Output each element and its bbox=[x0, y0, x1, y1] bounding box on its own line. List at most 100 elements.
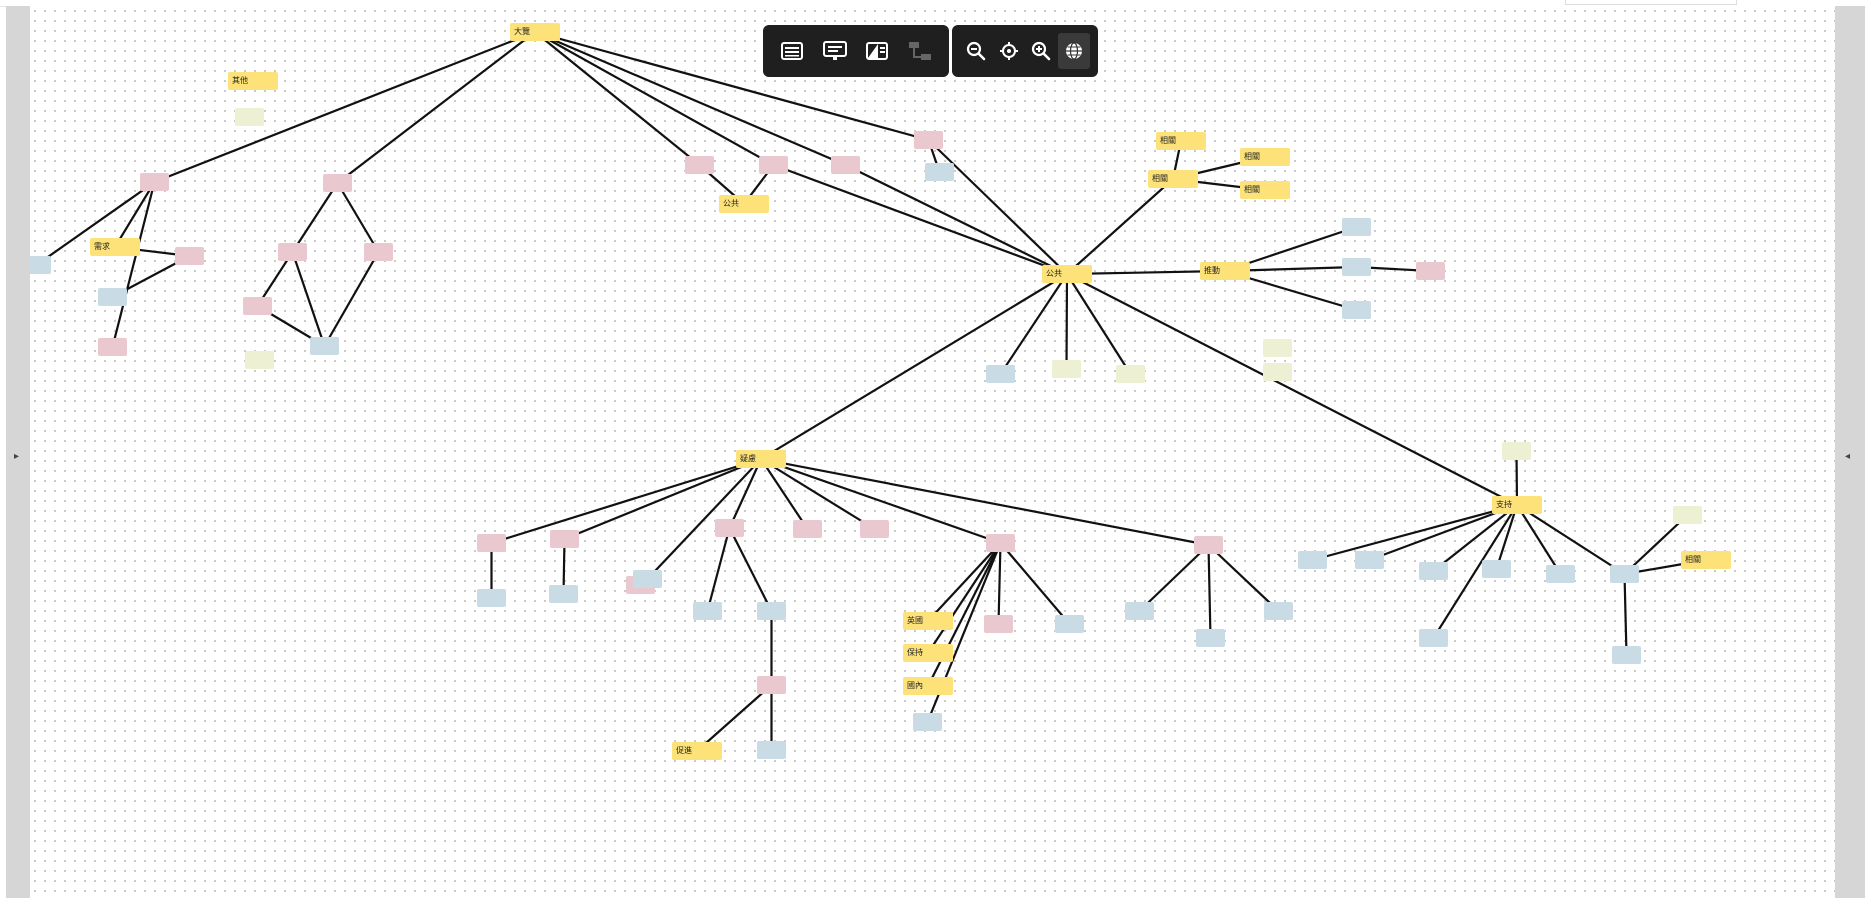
mindmap-node[interactable] bbox=[310, 337, 339, 355]
mindmap-node[interactable] bbox=[30, 256, 51, 274]
mindmap-edge bbox=[323, 251, 380, 347]
mindmap-node[interactable] bbox=[1125, 602, 1154, 620]
mindmap-node[interactable] bbox=[1052, 360, 1081, 378]
mindmap-node[interactable] bbox=[757, 676, 786, 694]
mindmap-edge bbox=[1432, 504, 1518, 572]
mindmap-node[interactable] bbox=[831, 156, 860, 174]
mindmap-node[interactable] bbox=[278, 243, 307, 261]
mindmap-edge bbox=[534, 30, 929, 142]
mindmap-node[interactable] bbox=[1416, 262, 1445, 280]
mindmap-node[interactable] bbox=[364, 243, 393, 261]
mindmap-node-labeled[interactable]: 促進 bbox=[672, 742, 722, 760]
mindmap-node-labeled[interactable]: 支持 bbox=[1492, 496, 1542, 514]
split-view-button[interactable] bbox=[861, 33, 893, 69]
globe-icon bbox=[1065, 42, 1082, 60]
mindmap-node[interactable] bbox=[550, 530, 579, 548]
mindmap-node[interactable] bbox=[633, 570, 662, 588]
mindmap-node[interactable] bbox=[140, 173, 169, 191]
mindmap-node-labeled[interactable]: 相關 bbox=[1148, 170, 1198, 188]
left-panel-toggle[interactable]: ▸ bbox=[6, 6, 30, 898]
mindmap-node[interactable] bbox=[1263, 363, 1292, 381]
mindmap-node[interactable] bbox=[1116, 365, 1145, 383]
mindmap-node[interactable] bbox=[860, 520, 889, 538]
mindmap-node-labeled[interactable]: 保持 bbox=[903, 644, 953, 662]
mindmap-node-labeled[interactable]: 公共 bbox=[1042, 265, 1092, 283]
mindmap-node-labeled[interactable]: 公共 bbox=[719, 195, 769, 213]
mindmap-node-labeled[interactable]: 英國 bbox=[903, 612, 953, 630]
mindmap-node[interactable] bbox=[98, 288, 127, 306]
mindmap-node[interactable] bbox=[759, 156, 788, 174]
right-panel-toggle[interactable]: ◂ bbox=[1835, 6, 1865, 898]
mindmap-node[interactable] bbox=[175, 247, 204, 265]
mindmap-node-labeled[interactable]: 其他 bbox=[228, 72, 278, 90]
center-view-button[interactable] bbox=[993, 33, 1025, 69]
search-tab[interactable] bbox=[1565, 0, 1737, 5]
mindmap-node-labeled[interactable]: 相關 bbox=[1240, 181, 1290, 199]
mindmap-edge bbox=[336, 182, 380, 253]
mindmap-node[interactable] bbox=[1546, 565, 1575, 583]
mindmap-node[interactable] bbox=[1482, 560, 1511, 578]
mindmap-node[interactable] bbox=[986, 534, 1015, 552]
mindmap-node[interactable] bbox=[986, 365, 1015, 383]
mindmap-node[interactable] bbox=[477, 589, 506, 607]
mindmap-node[interactable] bbox=[1342, 258, 1371, 276]
mindmap-node[interactable] bbox=[245, 351, 274, 369]
mindmap-node[interactable] bbox=[913, 713, 942, 731]
tree-layout-button[interactable] bbox=[904, 33, 936, 69]
mindmap-canvas[interactable]: 大覽其他需求公共相關相關相關相關公共推動疑慮促進英國保持國內支持相關 bbox=[30, 6, 1835, 898]
mindmap-node[interactable] bbox=[1298, 551, 1327, 569]
mindmap-node[interactable] bbox=[243, 297, 272, 315]
mindmap-node[interactable] bbox=[1673, 506, 1702, 524]
mindmap-node[interactable] bbox=[715, 519, 744, 537]
mindmap-node[interactable] bbox=[1342, 218, 1371, 236]
mindmap-edge bbox=[728, 527, 773, 612]
mindmap-node-labeled[interactable]: 推動 bbox=[1200, 262, 1250, 280]
mindmap-node-labeled[interactable]: 相關 bbox=[1240, 148, 1290, 166]
mindmap-edge bbox=[999, 273, 1068, 375]
mindmap-node[interactable] bbox=[323, 174, 352, 192]
mindmap-node[interactable] bbox=[235, 108, 264, 126]
mindmap-node[interactable] bbox=[1355, 551, 1384, 569]
mindmap-node[interactable] bbox=[1263, 339, 1292, 357]
mindmap-node[interactable] bbox=[1612, 646, 1641, 664]
zoom-in-button[interactable] bbox=[1025, 33, 1057, 69]
outline-view-button[interactable] bbox=[776, 33, 808, 69]
mindmap-node-labeled[interactable]: 相關 bbox=[1156, 132, 1206, 150]
mindmap-node[interactable] bbox=[1419, 629, 1448, 647]
mindmap-node[interactable] bbox=[1502, 442, 1531, 460]
mindmap-edge bbox=[1066, 269, 1226, 276]
mindmap-node-labeled[interactable]: 國內 bbox=[903, 677, 953, 695]
mindmap-node[interactable] bbox=[1055, 615, 1084, 633]
mindmap-edge bbox=[760, 458, 809, 530]
zoom-out-button[interactable] bbox=[960, 33, 992, 69]
mindmap-edge bbox=[646, 458, 762, 580]
mindmap-node[interactable] bbox=[1419, 562, 1448, 580]
mindmap-node[interactable] bbox=[549, 585, 578, 603]
mindmap-node[interactable] bbox=[685, 156, 714, 174]
card-view-button[interactable] bbox=[819, 33, 851, 69]
zoom-in-icon bbox=[1032, 41, 1051, 61]
mindmap-node[interactable] bbox=[1264, 602, 1293, 620]
view-mode-toolbar bbox=[763, 25, 949, 77]
mindmap-node[interactable] bbox=[1610, 565, 1639, 583]
mindmap-node-labeled[interactable]: 大覽 bbox=[510, 23, 560, 41]
mindmap-node-labeled[interactable]: 相關 bbox=[1681, 551, 1731, 569]
mindmap-node[interactable] bbox=[98, 338, 127, 356]
mindmap-node[interactable] bbox=[1194, 536, 1223, 554]
mindmap-node[interactable] bbox=[925, 163, 954, 181]
mindmap-edge bbox=[491, 457, 762, 545]
mindmap-edge bbox=[760, 457, 1001, 545]
mindmap-node[interactable] bbox=[693, 602, 722, 620]
mindmap-edge bbox=[706, 527, 731, 612]
mindmap-node[interactable] bbox=[757, 602, 786, 620]
globe-button[interactable] bbox=[1057, 33, 1090, 69]
mindmap-node-labeled[interactable]: 需求 bbox=[90, 238, 140, 256]
mindmap-node[interactable] bbox=[914, 131, 943, 149]
mindmap-node[interactable] bbox=[793, 520, 822, 538]
mindmap-node[interactable] bbox=[477, 534, 506, 552]
mindmap-node[interactable] bbox=[757, 741, 786, 759]
mindmap-node[interactable] bbox=[1342, 301, 1371, 319]
mindmap-node[interactable] bbox=[1196, 629, 1225, 647]
mindmap-node-labeled[interactable]: 疑慮 bbox=[736, 450, 786, 468]
mindmap-node[interactable] bbox=[984, 615, 1013, 633]
